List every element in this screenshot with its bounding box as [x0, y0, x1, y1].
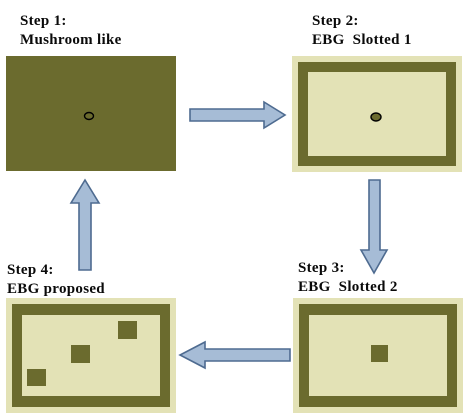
step1-mushroom-patch [6, 56, 176, 171]
arrow-step1-to-step2 [189, 100, 287, 130]
arrow-up-left [69, 178, 101, 271]
arrow-step3-to-step4 [178, 340, 291, 370]
step2-name: EBG Slotted 1 [312, 32, 412, 48]
step4-proposed-patch [6, 298, 176, 413]
step4-caption: Step 4: EBG proposed [7, 261, 105, 299]
step4-name: EBG proposed [7, 281, 105, 297]
step4-heading: Step 4: [7, 262, 54, 278]
arrow-down-right [359, 179, 389, 275]
step2-caption: Step 2: EBG Slotted 1 [312, 12, 412, 50]
step4-square-middle [71, 345, 90, 363]
step1-name: Mushroom like [20, 32, 122, 48]
arrow-step2-to-step3 [359, 179, 389, 275]
step4-square-top-right [118, 321, 137, 339]
arrow-step4-to-step1 [69, 178, 101, 271]
step4-square-bottom-left [27, 369, 46, 386]
arrow-left-bottom [178, 340, 291, 370]
step3-slotted-2-patch [293, 298, 463, 413]
step1-heading: Step 1: [20, 13, 67, 29]
step2-via [370, 112, 382, 122]
step3-name: EBG Slotted 2 [298, 279, 398, 295]
step2-heading: Step 2: [312, 13, 359, 29]
step3-caption: Step 3: EBG Slotted 2 [298, 259, 398, 297]
step1-caption: Step 1: Mushroom like [20, 12, 122, 50]
step3-square [371, 345, 388, 362]
arrow-right-top [189, 100, 287, 130]
step1-via [83, 111, 95, 121]
step2-slotted-1-patch [292, 56, 462, 172]
step3-heading: Step 3: [298, 260, 345, 276]
